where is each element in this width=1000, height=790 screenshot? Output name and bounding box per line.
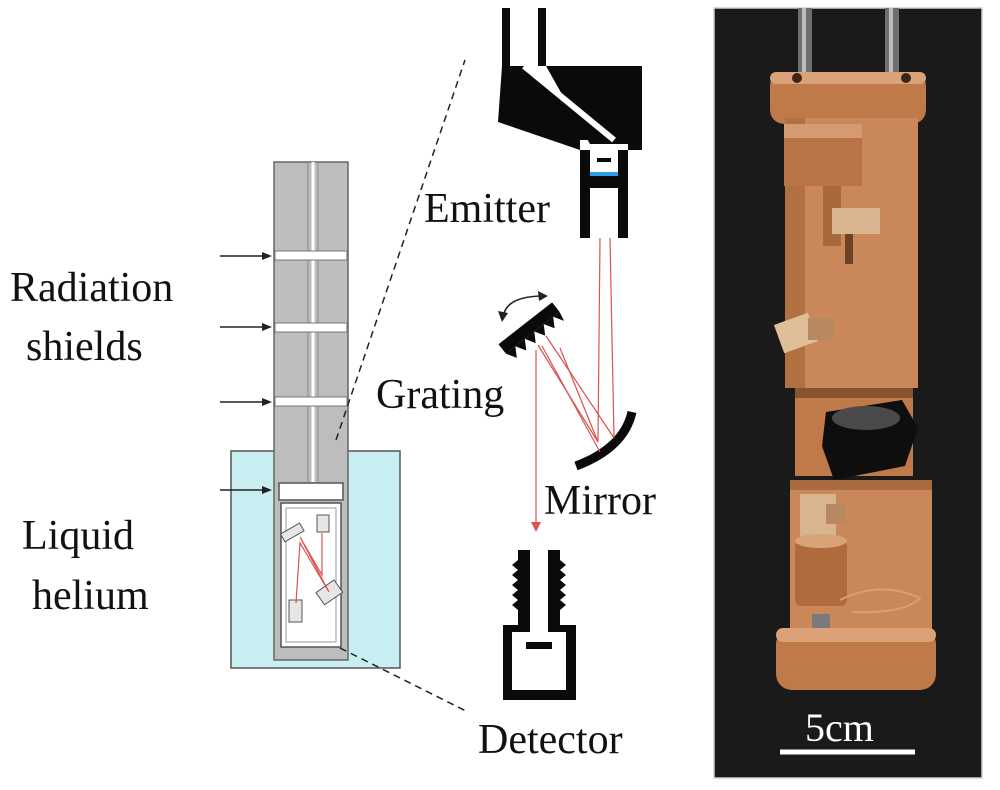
emitter-assembly <box>498 8 642 238</box>
detector-element <box>526 642 552 649</box>
radiation-shields-label-line2: shields <box>26 324 143 370</box>
emitter-element <box>597 158 611 162</box>
detector-assembly <box>503 550 576 700</box>
zoom-line-upper <box>335 59 466 441</box>
liquid-helium-label-line1: Liquid <box>22 513 134 559</box>
beam-path <box>535 237 615 522</box>
scale-bar-label: 5cm <box>805 705 874 750</box>
mirror-element <box>574 410 637 471</box>
apparatus-photo <box>713 7 983 779</box>
detector-label: Detector <box>478 717 623 763</box>
cold-plate <box>278 482 344 501</box>
radiation-shield-3 <box>274 396 348 407</box>
arrow-cold-plate <box>220 486 272 494</box>
arrow-shield-2 <box>220 323 272 331</box>
mini-grating <box>279 522 305 543</box>
emitter-window <box>590 172 618 176</box>
radiation-shield-1 <box>274 250 348 261</box>
beam-arrowhead <box>531 522 541 532</box>
grating-rotation-arrow <box>498 291 548 322</box>
grating-label: Grating <box>376 372 505 418</box>
liquid-helium-label-line2: helium <box>32 573 149 619</box>
instrument-housing <box>280 502 342 648</box>
emitter-label: Emitter <box>424 186 550 232</box>
arrow-shield-3 <box>220 398 272 406</box>
arrow-shield-1 <box>220 252 272 260</box>
mini-beam-path <box>295 533 330 604</box>
grating-element <box>498 302 565 358</box>
radiation-shields-label-line1: Radiation <box>10 265 174 311</box>
mini-detector <box>288 599 303 623</box>
radiation-shield-2 <box>274 322 348 333</box>
mirror-label: Mirror <box>544 478 656 524</box>
mini-emitter <box>316 514 330 533</box>
